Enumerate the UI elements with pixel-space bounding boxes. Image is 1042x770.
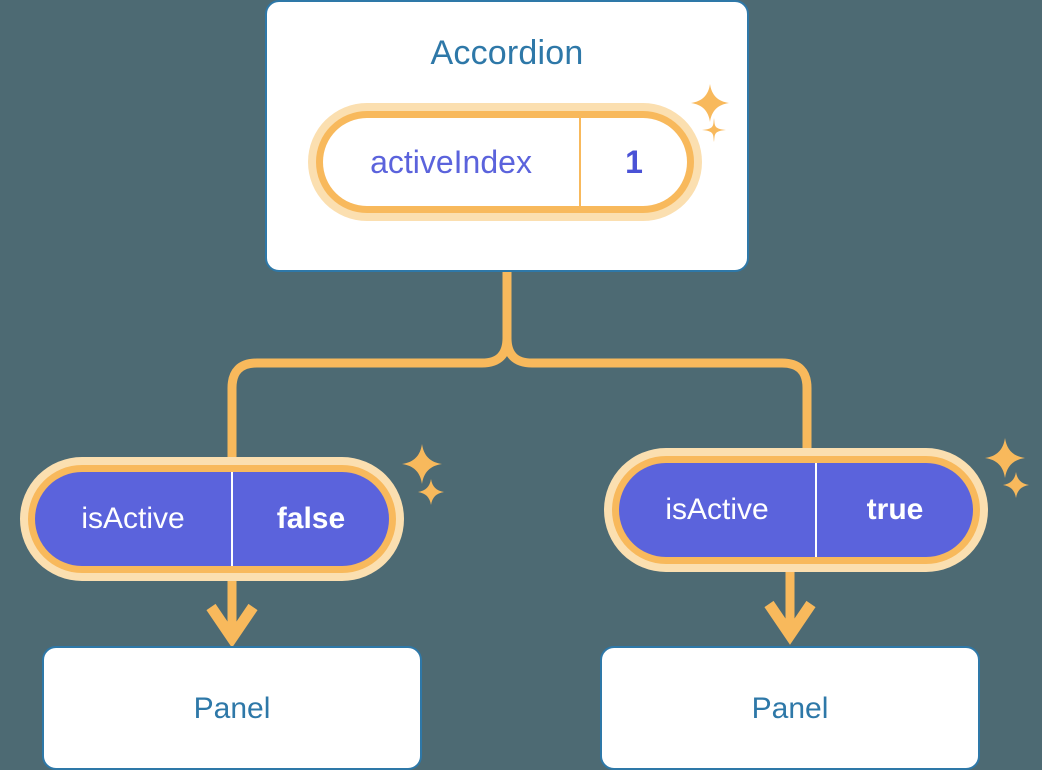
arrow-down-icon-left — [206, 603, 258, 648]
badge-ring-inner: isActive false — [28, 465, 396, 573]
connector-root-to-right — [502, 272, 812, 463]
badge-ring-inner: isActive true — [612, 456, 980, 564]
panel-node-card-right[interactable]: Panel — [600, 646, 980, 770]
badge-body: activeIndex 1 — [323, 118, 687, 206]
panel-title-left: Panel — [193, 692, 271, 725]
badge-key-is-active-right: isActive — [619, 463, 817, 557]
sparkle-icon-right-small — [1002, 471, 1030, 499]
state-badge-active-index[interactable]: activeIndex 1 — [308, 103, 702, 221]
connector-root-to-left — [227, 272, 512, 463]
badge-ring-inner: activeIndex 1 — [316, 111, 694, 213]
badge-body: isActive true — [619, 463, 973, 557]
badge-key-active-index: activeIndex — [323, 118, 581, 206]
badge-key-is-active-left: isActive — [35, 472, 233, 566]
arrow-down-icon-right — [764, 600, 816, 645]
accordion-title: Accordion — [430, 34, 584, 72]
sparkle-icon-left-large — [401, 443, 443, 485]
panel-title-right: Panel — [751, 692, 829, 725]
badge-value-active-index: 1 — [625, 143, 643, 180]
panel-node-card-left[interactable]: Panel — [42, 646, 422, 770]
state-badge-is-active-right[interactable]: isActive true — [604, 448, 988, 572]
sparkle-icon-left-small — [417, 478, 445, 506]
badge-body: isActive false — [35, 472, 389, 566]
badge-value-is-active-right: true — [866, 493, 924, 526]
sparkle-icon-right-large — [984, 437, 1026, 479]
state-badge-is-active-left[interactable]: isActive false — [20, 457, 404, 581]
badge-value-is-active-left: false — [276, 502, 346, 535]
